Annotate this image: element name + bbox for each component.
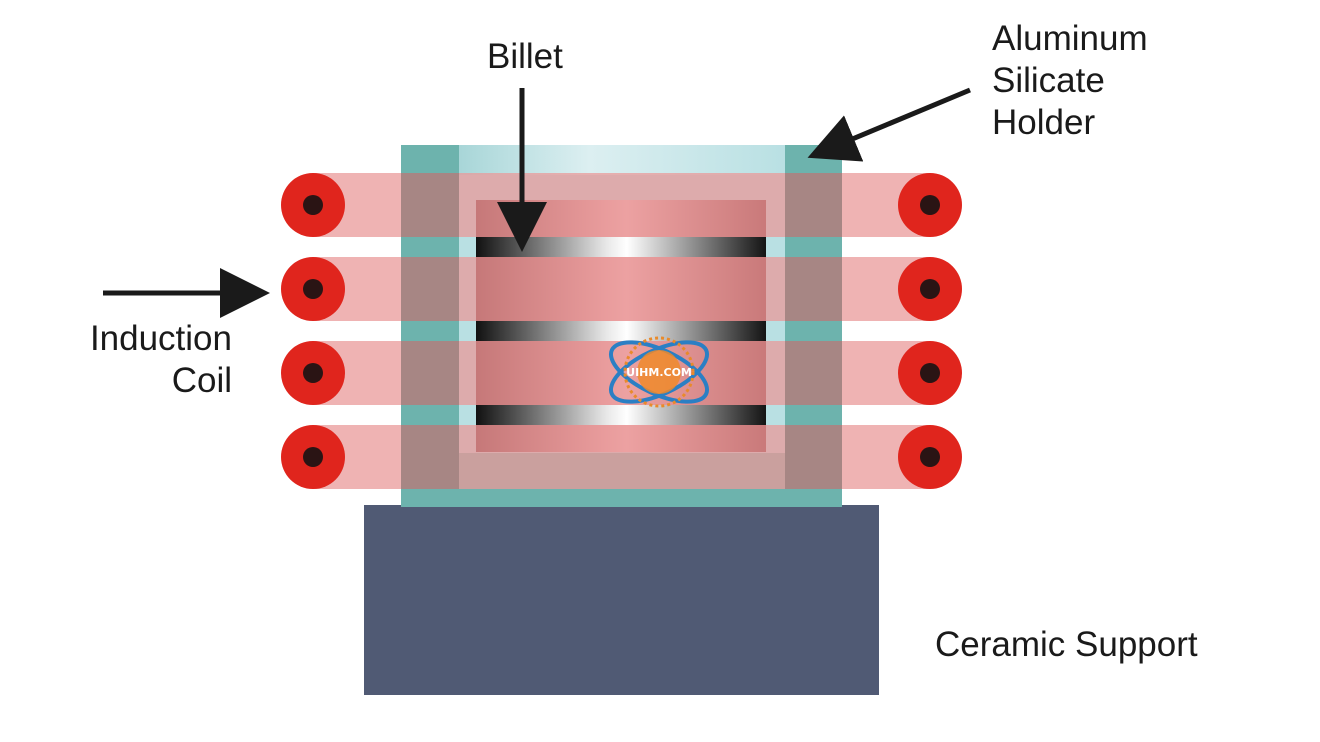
- billet: [476, 200, 766, 452]
- holder-top-opening: [459, 145, 785, 175]
- atom-logo-icon: UIHM.COM: [608, 336, 710, 408]
- holder-label-line: Aluminum: [992, 19, 1148, 58]
- billet-stripe: [476, 237, 766, 257]
- watermark-text: UIHM.COM: [626, 366, 692, 379]
- coil-label-line: Coil: [171, 361, 232, 400]
- ceramic-support: [364, 505, 879, 695]
- holder-wall-overlap: [401, 173, 842, 489]
- coil-label-line: Induction: [89, 319, 232, 358]
- holder-arrow: [807, 87, 971, 162]
- holder-label-line: Silicate: [992, 61, 1105, 100]
- billet-stripe: [476, 405, 766, 425]
- induction-coil-label: Induction Coil: [90, 318, 232, 402]
- billet-label: Billet: [487, 37, 563, 76]
- holder-label: Aluminum Silicate Holder: [992, 18, 1148, 144]
- coil-right-conductors: [898, 173, 962, 489]
- ceramic-support-label: Ceramic Support: [935, 625, 1198, 664]
- coil-left-conductors: [281, 173, 345, 489]
- billet-stripe: [476, 321, 766, 341]
- holder-label-line: Holder: [992, 103, 1096, 142]
